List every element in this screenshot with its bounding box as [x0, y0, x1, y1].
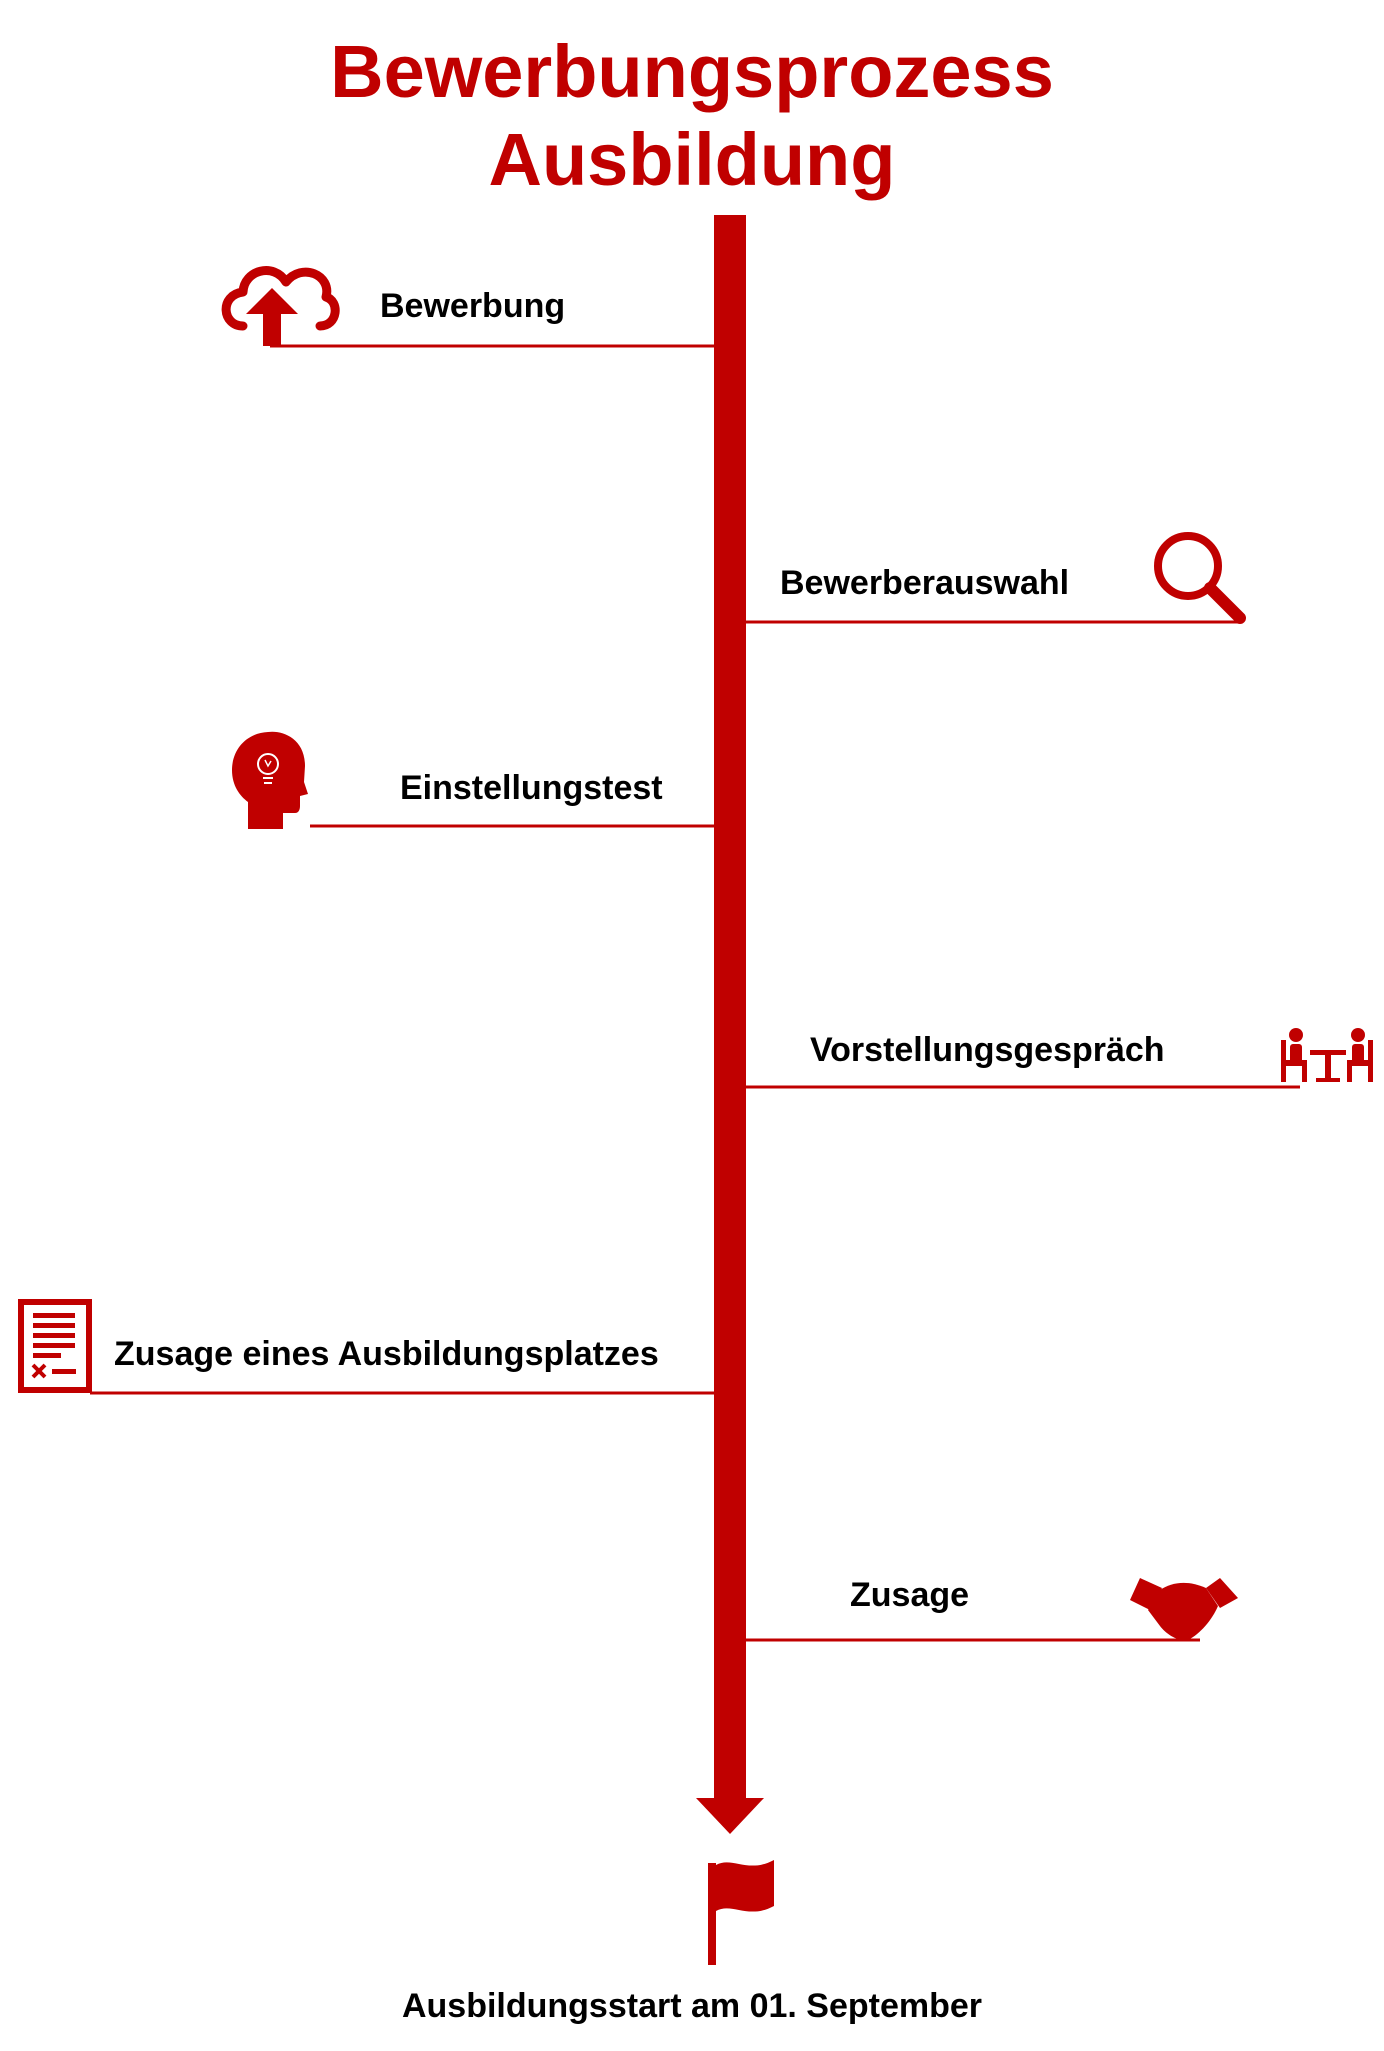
- process-title: Bewerbungsprozess Ausbildung: [0, 28, 1384, 204]
- step-label-vorstellungsgespraech: Vorstellungsgespräch: [810, 1031, 1165, 1069]
- magnifier-icon: [1154, 532, 1246, 624]
- flag-icon: [708, 1860, 774, 1965]
- contract-icon: [18, 1299, 92, 1393]
- cloud-upload-icon: [221, 266, 340, 346]
- step-label-einstellungstest: Einstellungstest: [400, 769, 663, 807]
- title-line-2: Ausbildung: [488, 118, 896, 201]
- handshake-icon: [1130, 1578, 1238, 1641]
- head-lightbulb-icon: [232, 731, 308, 829]
- timeline-arrowhead: [696, 1798, 764, 1834]
- timeline-axis: [714, 215, 746, 1805]
- step-label-zusage-ausbildungsplatz: Zusage eines Ausbildungsplatzes: [114, 1335, 659, 1373]
- interview-icon: [1281, 1028, 1373, 1082]
- step-label-zusage: Zusage: [850, 1576, 970, 1614]
- title-line-1: Bewerbungsprozess: [330, 30, 1054, 113]
- step-label-bewerberauswahl: Bewerberauswahl: [780, 564, 1070, 602]
- step-label-bewerbung: Bewerbung: [380, 287, 566, 325]
- final-label: Ausbildungsstart am 01. September: [401, 1987, 983, 2025]
